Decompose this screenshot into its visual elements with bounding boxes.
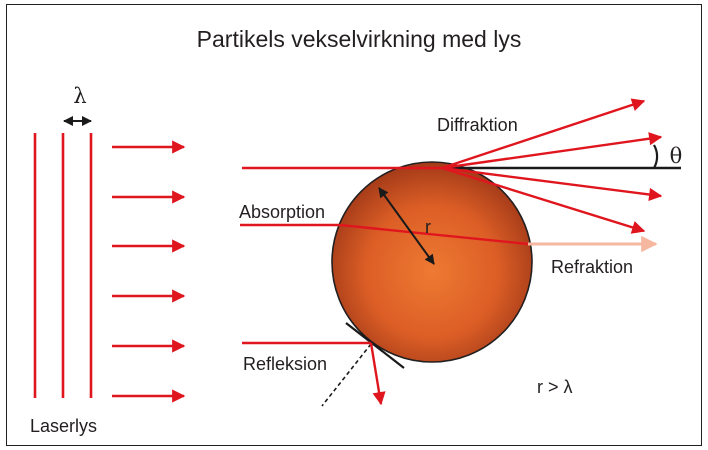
angle-arc [653,144,659,169]
absorption-label: Absorption [239,202,325,222]
diffracted-rays [441,98,663,234]
laser-label: Laserlys [30,416,97,436]
reflection-label: Refleksion [243,354,327,374]
diagram-title: Partikels vekselvirkning med lys [197,26,522,52]
diffracted-ray [441,132,663,170]
condition-label: r > λ [537,377,573,397]
radius-double-arrow [378,187,435,265]
diffracted-ray [441,166,646,234]
tangent-surface-line [345,322,405,369]
laser-wavefronts [33,133,93,398]
reflected-ray [369,342,386,406]
surface-normal-dashed [321,343,372,407]
refraction-label: Refraktion [551,257,633,277]
diffraction-label: Diffraktion [437,115,518,135]
diffracted-ray [441,166,663,202]
diffracted-ray [441,98,646,170]
radius-label: r [425,217,431,237]
angle-symbol: θ [670,144,683,168]
propagation-arrows [112,140,186,403]
wavelength-symbol: λ [73,84,86,108]
